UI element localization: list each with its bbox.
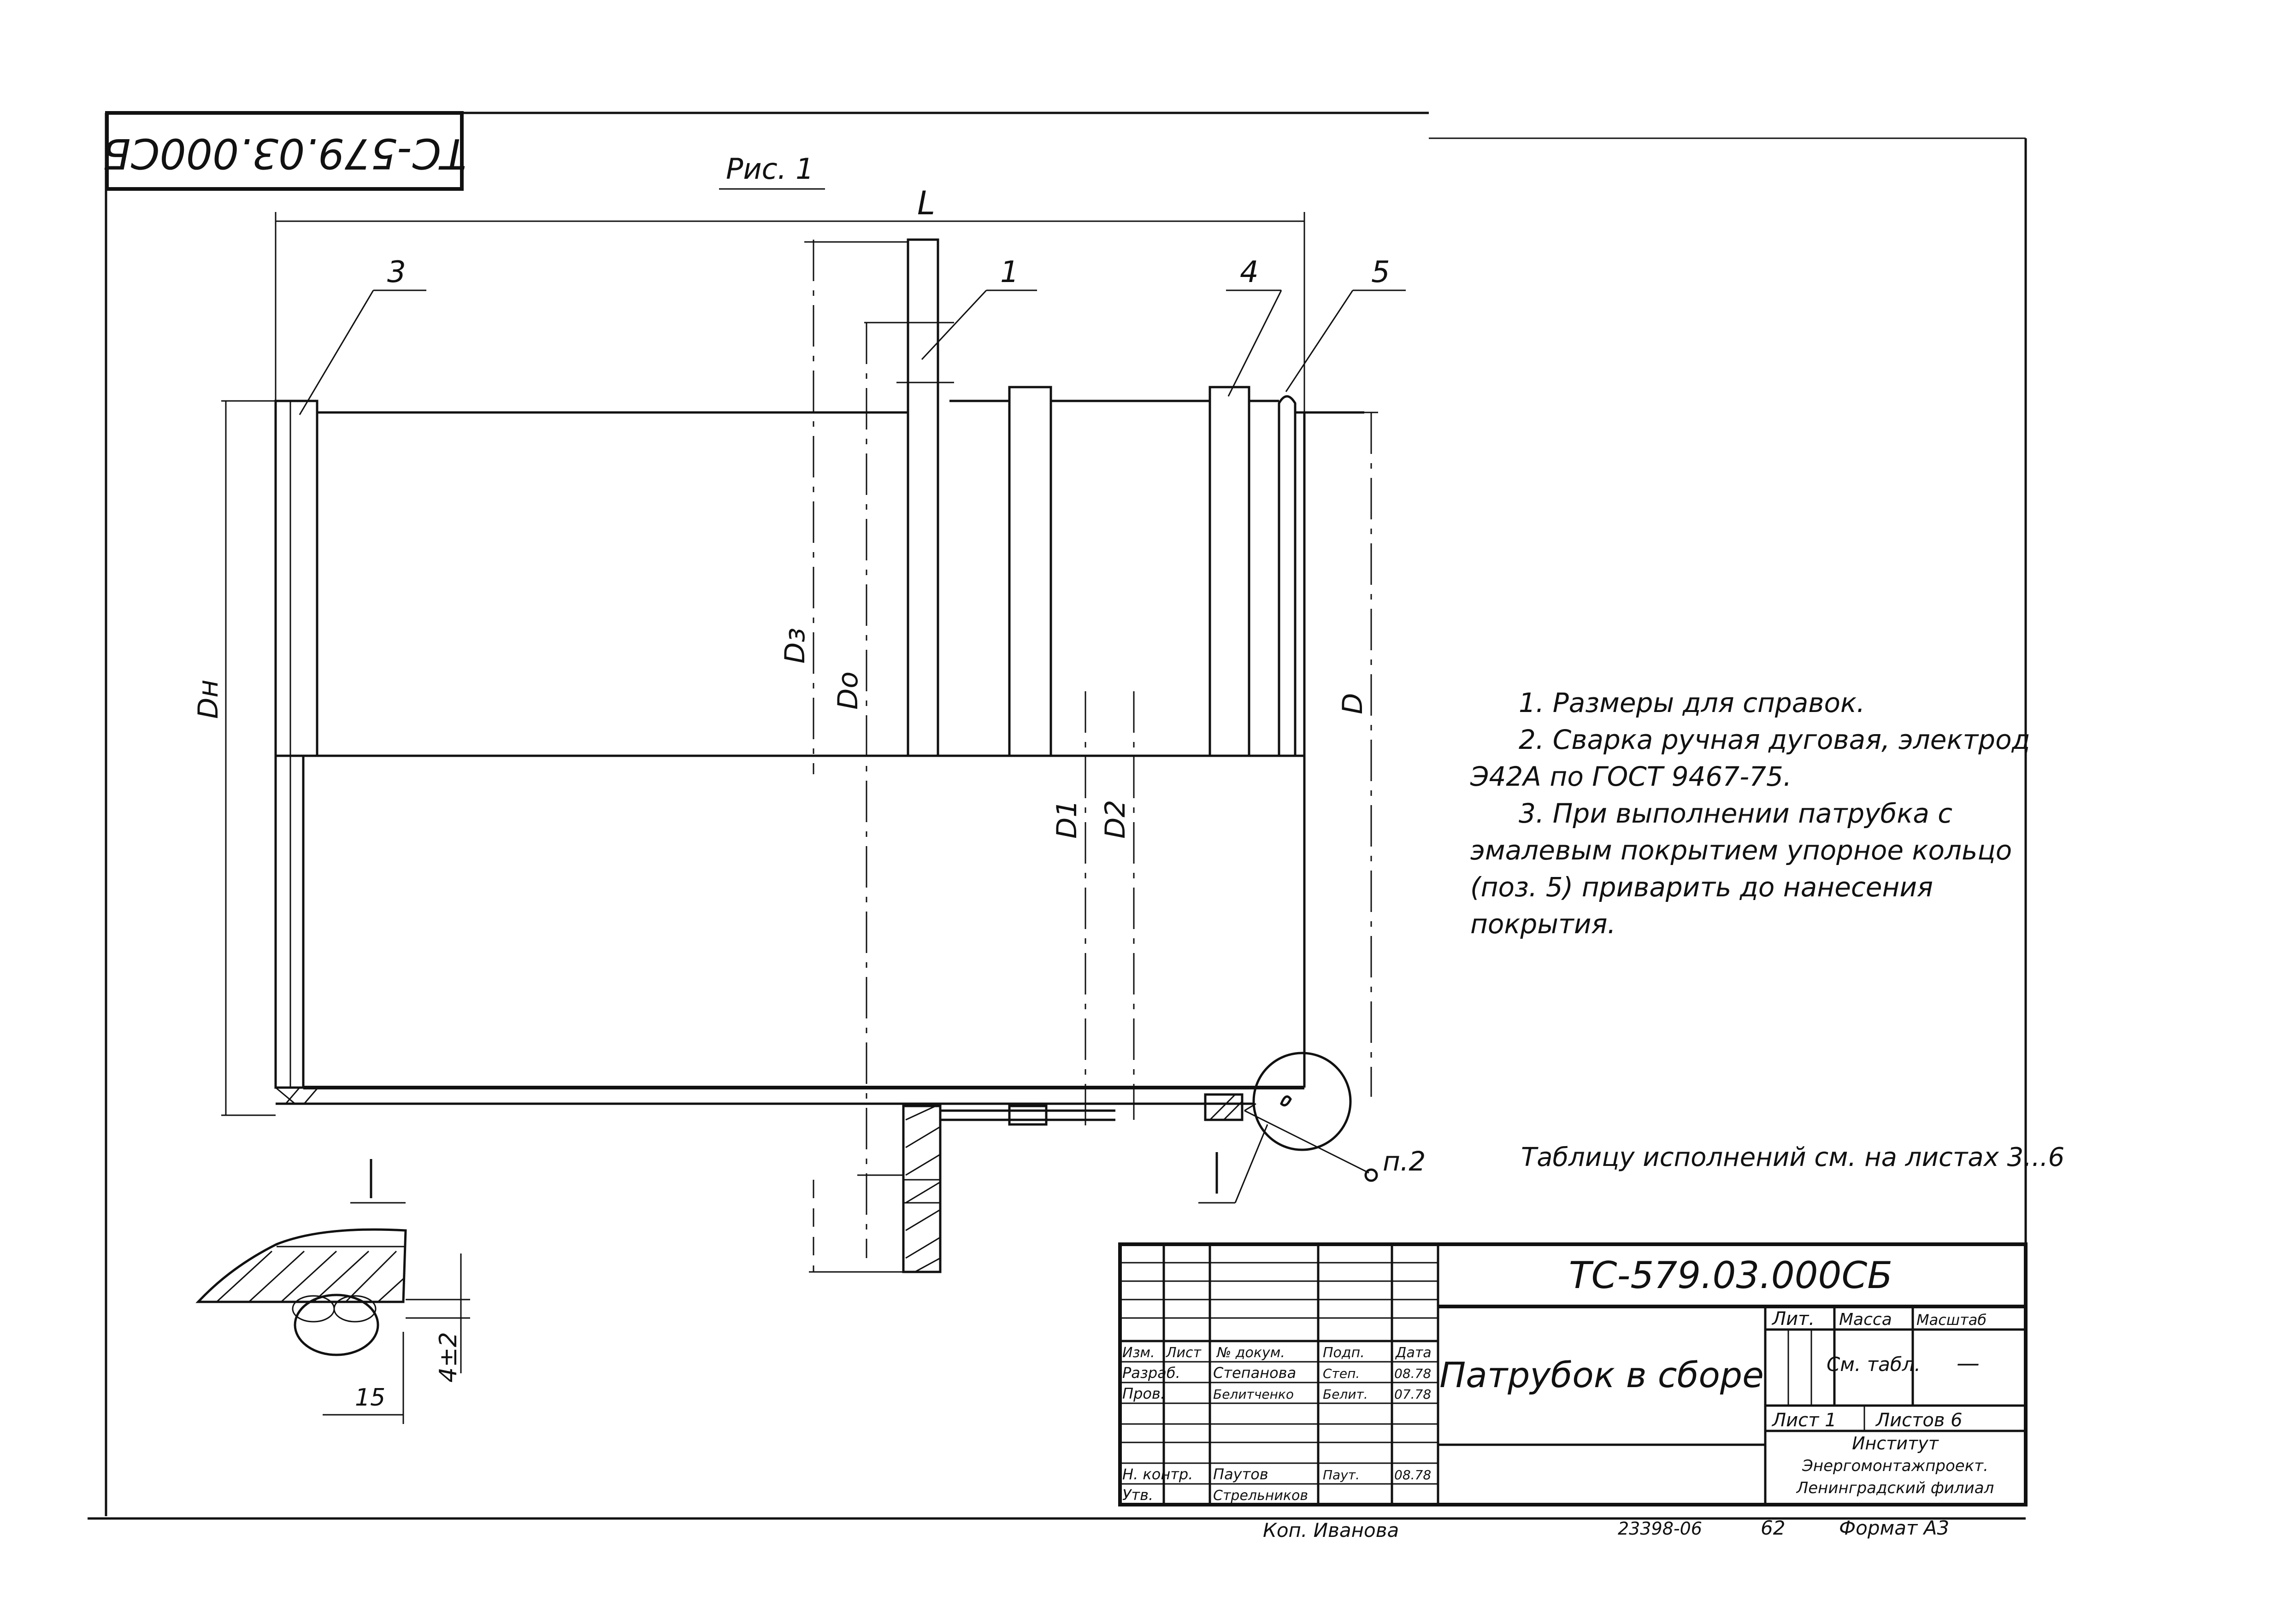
dim-label-detail-width: 15	[355, 1384, 385, 1412]
note-line-3: Э42А по ГОСТ 9467-75.	[1470, 761, 1792, 792]
note-line-7: покрытия.	[1470, 908, 1616, 940]
row-date-developer: 08.78	[1394, 1366, 1431, 1381]
note-line-6: (поз. 5) приварить до нанесения	[1470, 871, 1933, 903]
row-date-checker: 07.78	[1394, 1387, 1431, 1402]
title-block-title: Патрубок в сборе	[1439, 1354, 1764, 1395]
footer-inv-number: 23398-06	[1618, 1518, 1702, 1539]
figure-label: Рис. 1	[726, 152, 814, 186]
footer-format: Формат А3	[1839, 1517, 1949, 1539]
row-role-approver: Утв.	[1122, 1486, 1153, 1504]
row-role-normcontrol: Н. контр.	[1122, 1465, 1193, 1483]
position-label-5: 5	[1371, 255, 1390, 289]
dim-label-D1: D1	[1051, 800, 1083, 839]
note-line-1: 1. Размеры для справок.	[1519, 687, 1865, 718]
note-line-5: эмалевым покрытием упорное кольцо	[1470, 835, 2012, 866]
footer-page-number: 62	[1761, 1517, 1785, 1539]
row-name-approver: Стрельников	[1213, 1488, 1308, 1504]
part-5-stop-ring	[1278, 395, 1297, 1106]
dim-label-Dn: Dн	[192, 680, 224, 719]
pipe-body	[274, 400, 1364, 1105]
dim-label-Dz: Dз	[779, 628, 811, 664]
sheet-label: Лист 1	[1771, 1410, 1837, 1431]
col-header-date: Дата	[1395, 1345, 1432, 1361]
row-role-developer: Разраб.	[1122, 1364, 1180, 1382]
dim-label-D2: D2	[1099, 800, 1132, 839]
mass-label: Масса	[1839, 1310, 1892, 1329]
row-sign-normcontrol: Паут.	[1323, 1467, 1360, 1483]
row-sign-checker: Белит.	[1323, 1387, 1368, 1402]
title-block-code: ТС-579.03.000СБ	[1569, 1254, 1892, 1297]
sheets-label: Листов 6	[1875, 1410, 1963, 1431]
stamp-code-rotated: ТС-579.03.000СБ	[102, 129, 466, 177]
col-header-list: Лист	[1166, 1345, 1202, 1361]
sheet-frame	[88, 112, 2027, 1520]
scale-value: —	[1957, 1350, 1980, 1377]
position-label-1: 1	[1000, 255, 1019, 289]
note-line-2: 2. Сварка ручная дуговая, электрод	[1519, 724, 2030, 755]
position-label-4: 4	[1240, 255, 1259, 289]
org-line-2: Энергомонтажпроект.	[1802, 1457, 1988, 1475]
detail-callout: п.2	[1198, 1052, 1426, 1204]
detail-view: 4±2 15	[195, 1159, 470, 1424]
footer-copied-by: Коп. Иванова	[1263, 1519, 1399, 1542]
dim-label-D: D	[1337, 693, 1369, 714]
scale-label: Масштаб	[1916, 1311, 1986, 1329]
row-name-checker: Белитченко	[1213, 1387, 1294, 1402]
mass-value: См. табл.	[1827, 1353, 1921, 1376]
col-header-doc: № докум.	[1216, 1345, 1285, 1361]
row-date-normcontrol: 08.78	[1394, 1467, 1431, 1483]
table-reference-note: Таблицу исполнений см. на листах 3...6	[1521, 1142, 2064, 1172]
title-block: ТС-579.03.000СБ Патрубок в сборе Изм. Ли…	[1118, 1242, 2028, 1506]
col-header-sign: Подп.	[1323, 1345, 1365, 1361]
note-line-4: 3. При выполнении патрубка с	[1519, 798, 1952, 829]
position-leaders: 3 1 4 5	[299, 255, 1406, 415]
dimension-L: L	[275, 184, 1305, 424]
position-label-3: 3	[387, 255, 406, 289]
dim-label-Do: Do	[832, 671, 864, 710]
part-1-disc	[864, 238, 954, 1273]
row-sign-developer: Степ.	[1323, 1366, 1360, 1381]
part-2-ring	[940, 386, 1115, 1126]
part-4-ring	[1204, 386, 1250, 1121]
footer: Коп. Иванова 23398-06 62 Формат А3	[1263, 1517, 1949, 1542]
diameter-dimensions: Dн Dз Do D D1 D2	[192, 240, 1378, 1273]
section-reference: п.2	[1383, 1146, 1426, 1177]
rotated-stamp: ТС-579.03.000СБ	[102, 111, 466, 191]
org-line-3: Ленинградский филиал	[1796, 1479, 1994, 1497]
row-name-developer: Степанова	[1213, 1364, 1296, 1382]
col-header-izm: Изм.	[1122, 1345, 1155, 1361]
lit-label: Лит.	[1771, 1308, 1815, 1330]
org-line-1: Институт	[1852, 1433, 1939, 1453]
technical-notes: 1. Размеры для справок. 2. Сварка ручная…	[1470, 687, 2030, 940]
row-name-normcontrol: Паутов	[1213, 1465, 1268, 1483]
dim-label-L: L	[917, 184, 935, 222]
dim-label-detail-height: 4±2	[435, 1332, 462, 1383]
row-role-checker: Пров.	[1122, 1385, 1165, 1402]
